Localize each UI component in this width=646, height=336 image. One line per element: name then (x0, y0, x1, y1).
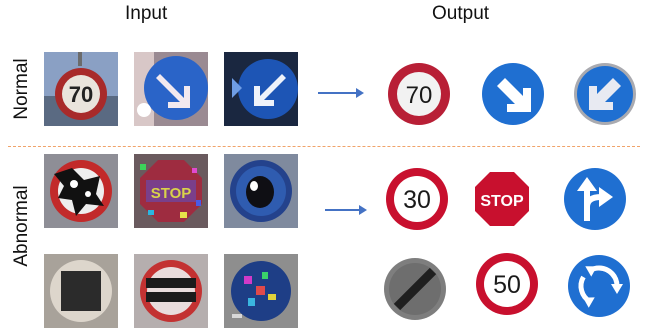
output-end-of-restriction-sign (383, 257, 447, 321)
input-abnormal-no-entry-masked (134, 254, 208, 328)
row-label-normal: Normal (11, 58, 32, 120)
input-normal-keep-right (134, 52, 208, 126)
output-speed-limit-sign: 30 (385, 167, 449, 231)
output-sign-text: 30 (403, 186, 431, 214)
output-sign-text: STOP (480, 193, 524, 210)
arrow-normal (318, 86, 364, 98)
output-stop-sign: STOP (470, 167, 534, 231)
input-sign-text: 70 (69, 82, 93, 107)
output-sign-text: 70 (406, 82, 433, 109)
input-abnormal-end-of-restriction (44, 254, 118, 328)
output-roundabout-sign (567, 254, 631, 318)
input-abnormal-occluded-direction (224, 154, 298, 228)
arrow-abnormal (325, 203, 367, 215)
output-speed-limit-sign: 70 (387, 62, 451, 126)
output-sign-text: 50 (493, 271, 521, 299)
output-speed-limit-sign: 50 (475, 252, 539, 316)
output-straight-or-right-sign (563, 167, 627, 231)
input-normal-speed-70: 70 (44, 52, 118, 126)
output-keep-right-sign (481, 62, 545, 126)
output-keep-left-sign (573, 62, 637, 126)
input-header: Input (125, 3, 168, 24)
input-abnormal-occluded-prohibitory (44, 154, 118, 228)
input-abnormal-noisy-roundabout (224, 254, 298, 328)
row-label-abnormal: Abnormal (11, 185, 32, 267)
input-sign-text: STOP (151, 185, 192, 202)
input-abnormal-noisy-stop: STOP (134, 154, 208, 228)
output-header: Output (432, 3, 490, 24)
input-normal-keep-left (224, 52, 298, 126)
row-divider (8, 146, 640, 147)
